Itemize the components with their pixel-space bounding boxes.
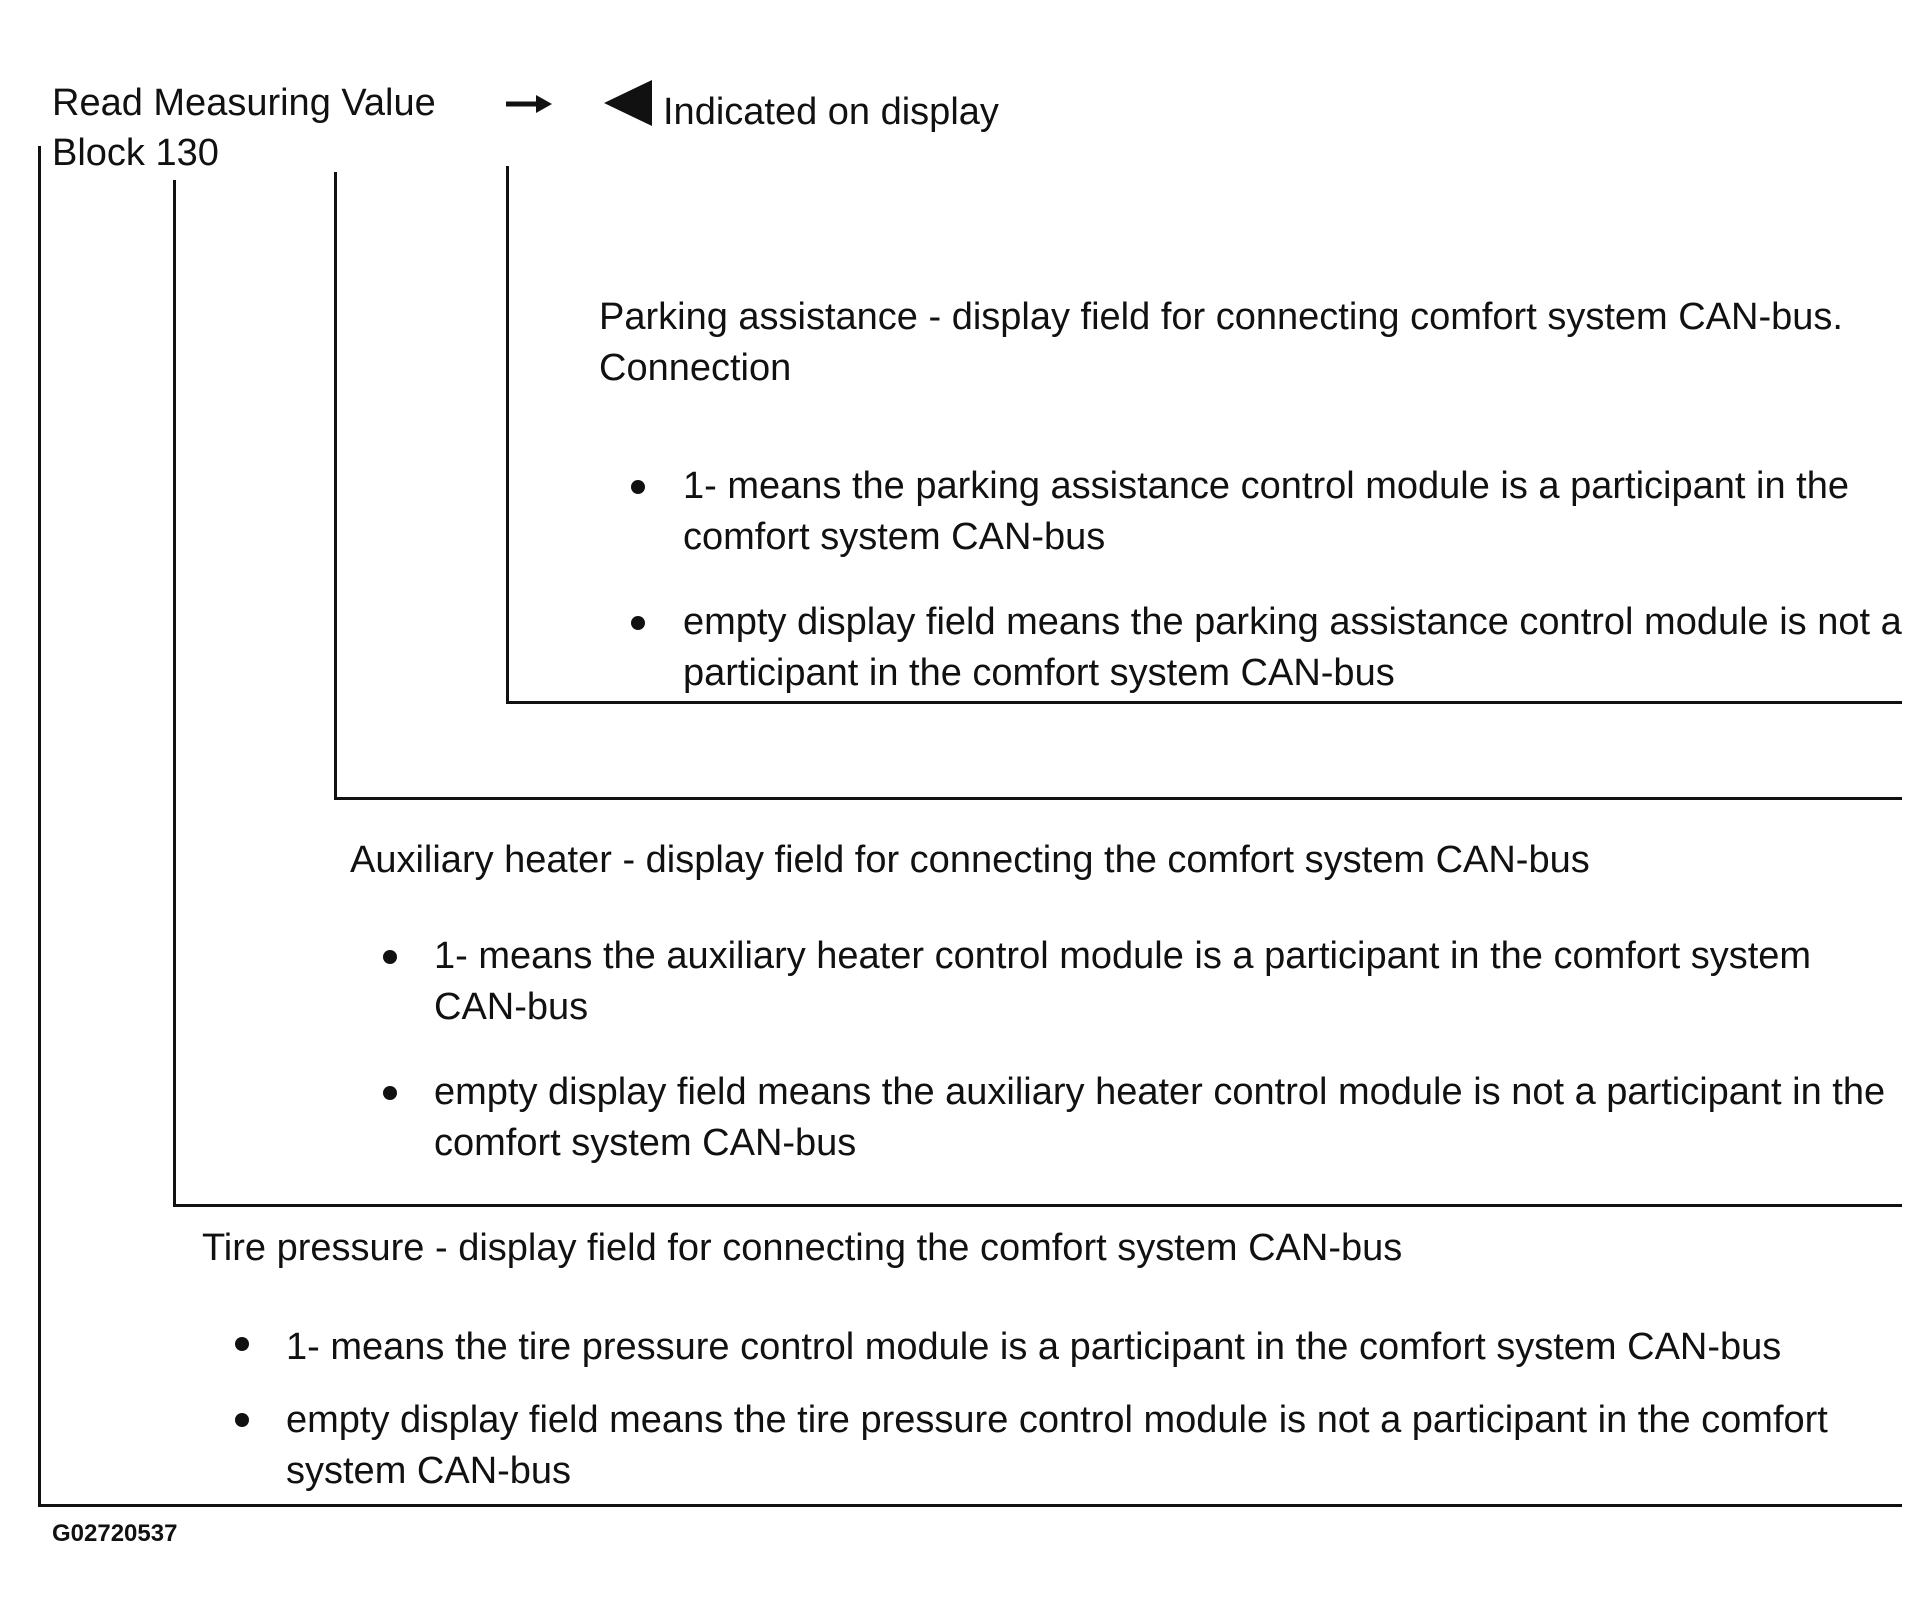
display-triangle-icon [604, 80, 652, 126]
bullet-icon [383, 1086, 397, 1100]
bracket-heater-vertical [173, 180, 176, 1206]
bullet-icon [631, 616, 645, 630]
bracket-heater-horizontal [173, 1204, 1902, 1207]
bullet-icon [631, 480, 645, 494]
title-line1: Read Measuring Value [52, 82, 436, 124]
right-arrow-icon [506, 95, 552, 113]
tire-bullet-1: 1- means the tire pressure control modul… [286, 1326, 1782, 1368]
bracket-tire-vertical [38, 146, 41, 1506]
heater-heading: Auxiliary heater - display field for con… [350, 839, 1590, 881]
figure-code: G02720537 [52, 1520, 178, 1547]
bracket-field3-vertical [334, 172, 337, 799]
bullet-icon [383, 950, 397, 964]
parking-bullet-2: empty display field means the parking as… [683, 601, 1902, 694]
bullet-icon [235, 1413, 249, 1427]
parking-heading: Parking assistance - display field for c… [599, 296, 1843, 389]
parking-bullet-1: 1- means the parking assistance control … [683, 465, 1849, 558]
bullet-icon [235, 1337, 249, 1351]
bracket-field3-horizontal [334, 797, 1902, 800]
tire-bullet-2: empty display field means the tire press… [286, 1399, 1828, 1492]
bracket-parking-vertical [506, 166, 509, 703]
heater-bullet-2: empty display field means the auxiliary … [434, 1071, 1886, 1164]
tire-heading: Tire pressure - display field for connec… [202, 1227, 1403, 1269]
bracket-tire-horizontal [38, 1504, 1902, 1507]
legend-label: Indicated on display [663, 91, 999, 133]
title-line2: Block 130 [52, 132, 219, 174]
bracket-parking-horizontal [506, 701, 1902, 704]
heater-bullet-1: 1- means the auxiliary heater control mo… [434, 935, 1812, 1028]
